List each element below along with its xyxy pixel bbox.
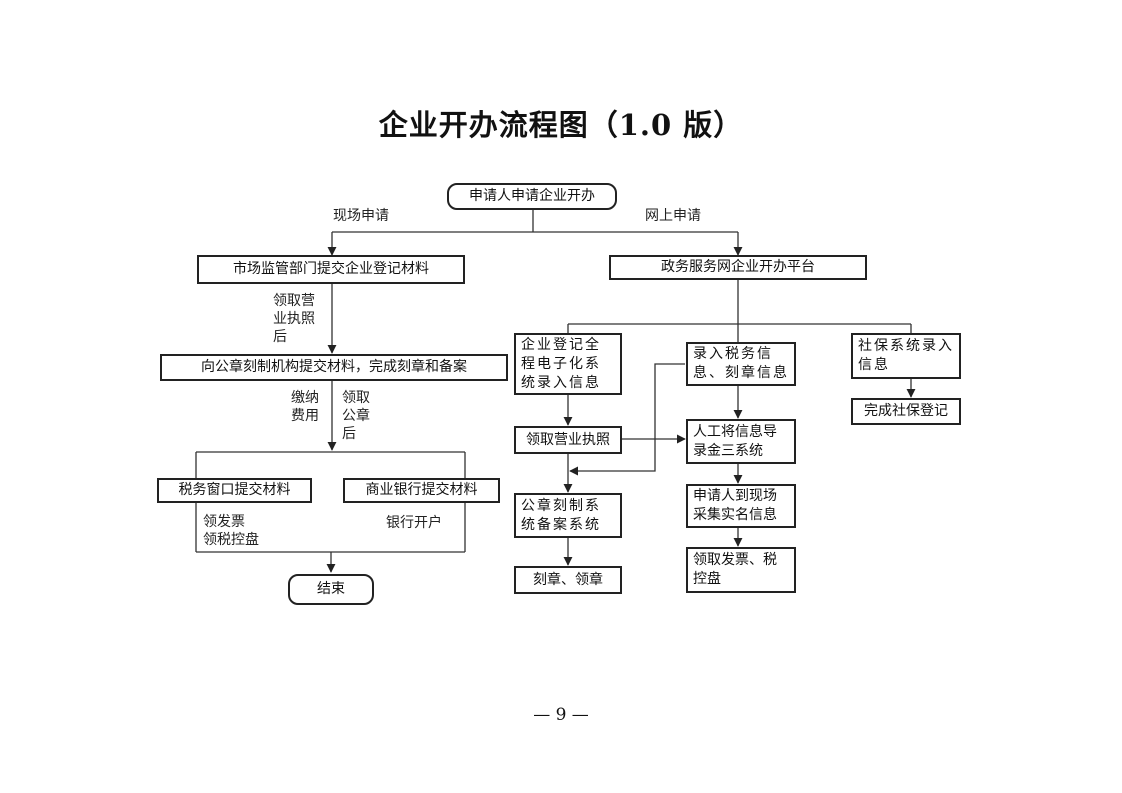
node-receive-license: 领取营业执照 [514,426,622,454]
connector-tax-seal-to-seal-system [569,363,685,476]
label-bank-account: 银行开户 [386,515,442,531]
node-invoice-tax: 领取发票、税控盘 [686,547,796,593]
node-real-name: 申请人到现场采集实名信息 [686,484,796,528]
page-number: — 9 — [533,705,589,725]
node-seal-carving-submit: 向公章刻制机构提交材料，完成刻章和备案 [160,354,508,381]
label-after-license: 领取营 业执照 后 [273,293,315,345]
node-start: 申请人申请企业开办 [447,183,617,210]
node-end: 结束 [288,574,374,605]
page-title: 企业开办流程图（1.0 版） [378,108,744,142]
node-market-supervision: 市场监管部门提交企业登记材料 [197,255,465,284]
label-pay-fee: 缴纳 费用 [291,390,319,424]
node-seal-receive: 刻章、领章 [514,566,622,594]
node-social-security-done: 完成社保登记 [851,398,961,425]
node-tax-window: 税务窗口提交材料 [157,478,312,503]
label-invoice: 领发票 领税控盘 [203,514,259,548]
label-online: 网上申请 [645,208,701,224]
node-gov-platform: 政务服务网企业开办平台 [609,255,867,280]
node-tax-seal-info: 录入税务信息、刻章信息 [686,342,796,386]
label-after-seal: 领取 公章 后 [342,390,370,442]
node-social-security-entry: 社保系统录入信息 [851,333,961,379]
node-full-e-registration: 企业登记全程电子化系统录入信息 [514,333,622,395]
node-seal-system: 公章刻制系统备案系统 [514,493,622,538]
node-commercial-bank: 商业银行提交材料 [343,478,500,503]
label-onsite: 现场申请 [333,208,389,224]
node-manual-import: 人工将信息导录金三系统 [686,419,796,464]
